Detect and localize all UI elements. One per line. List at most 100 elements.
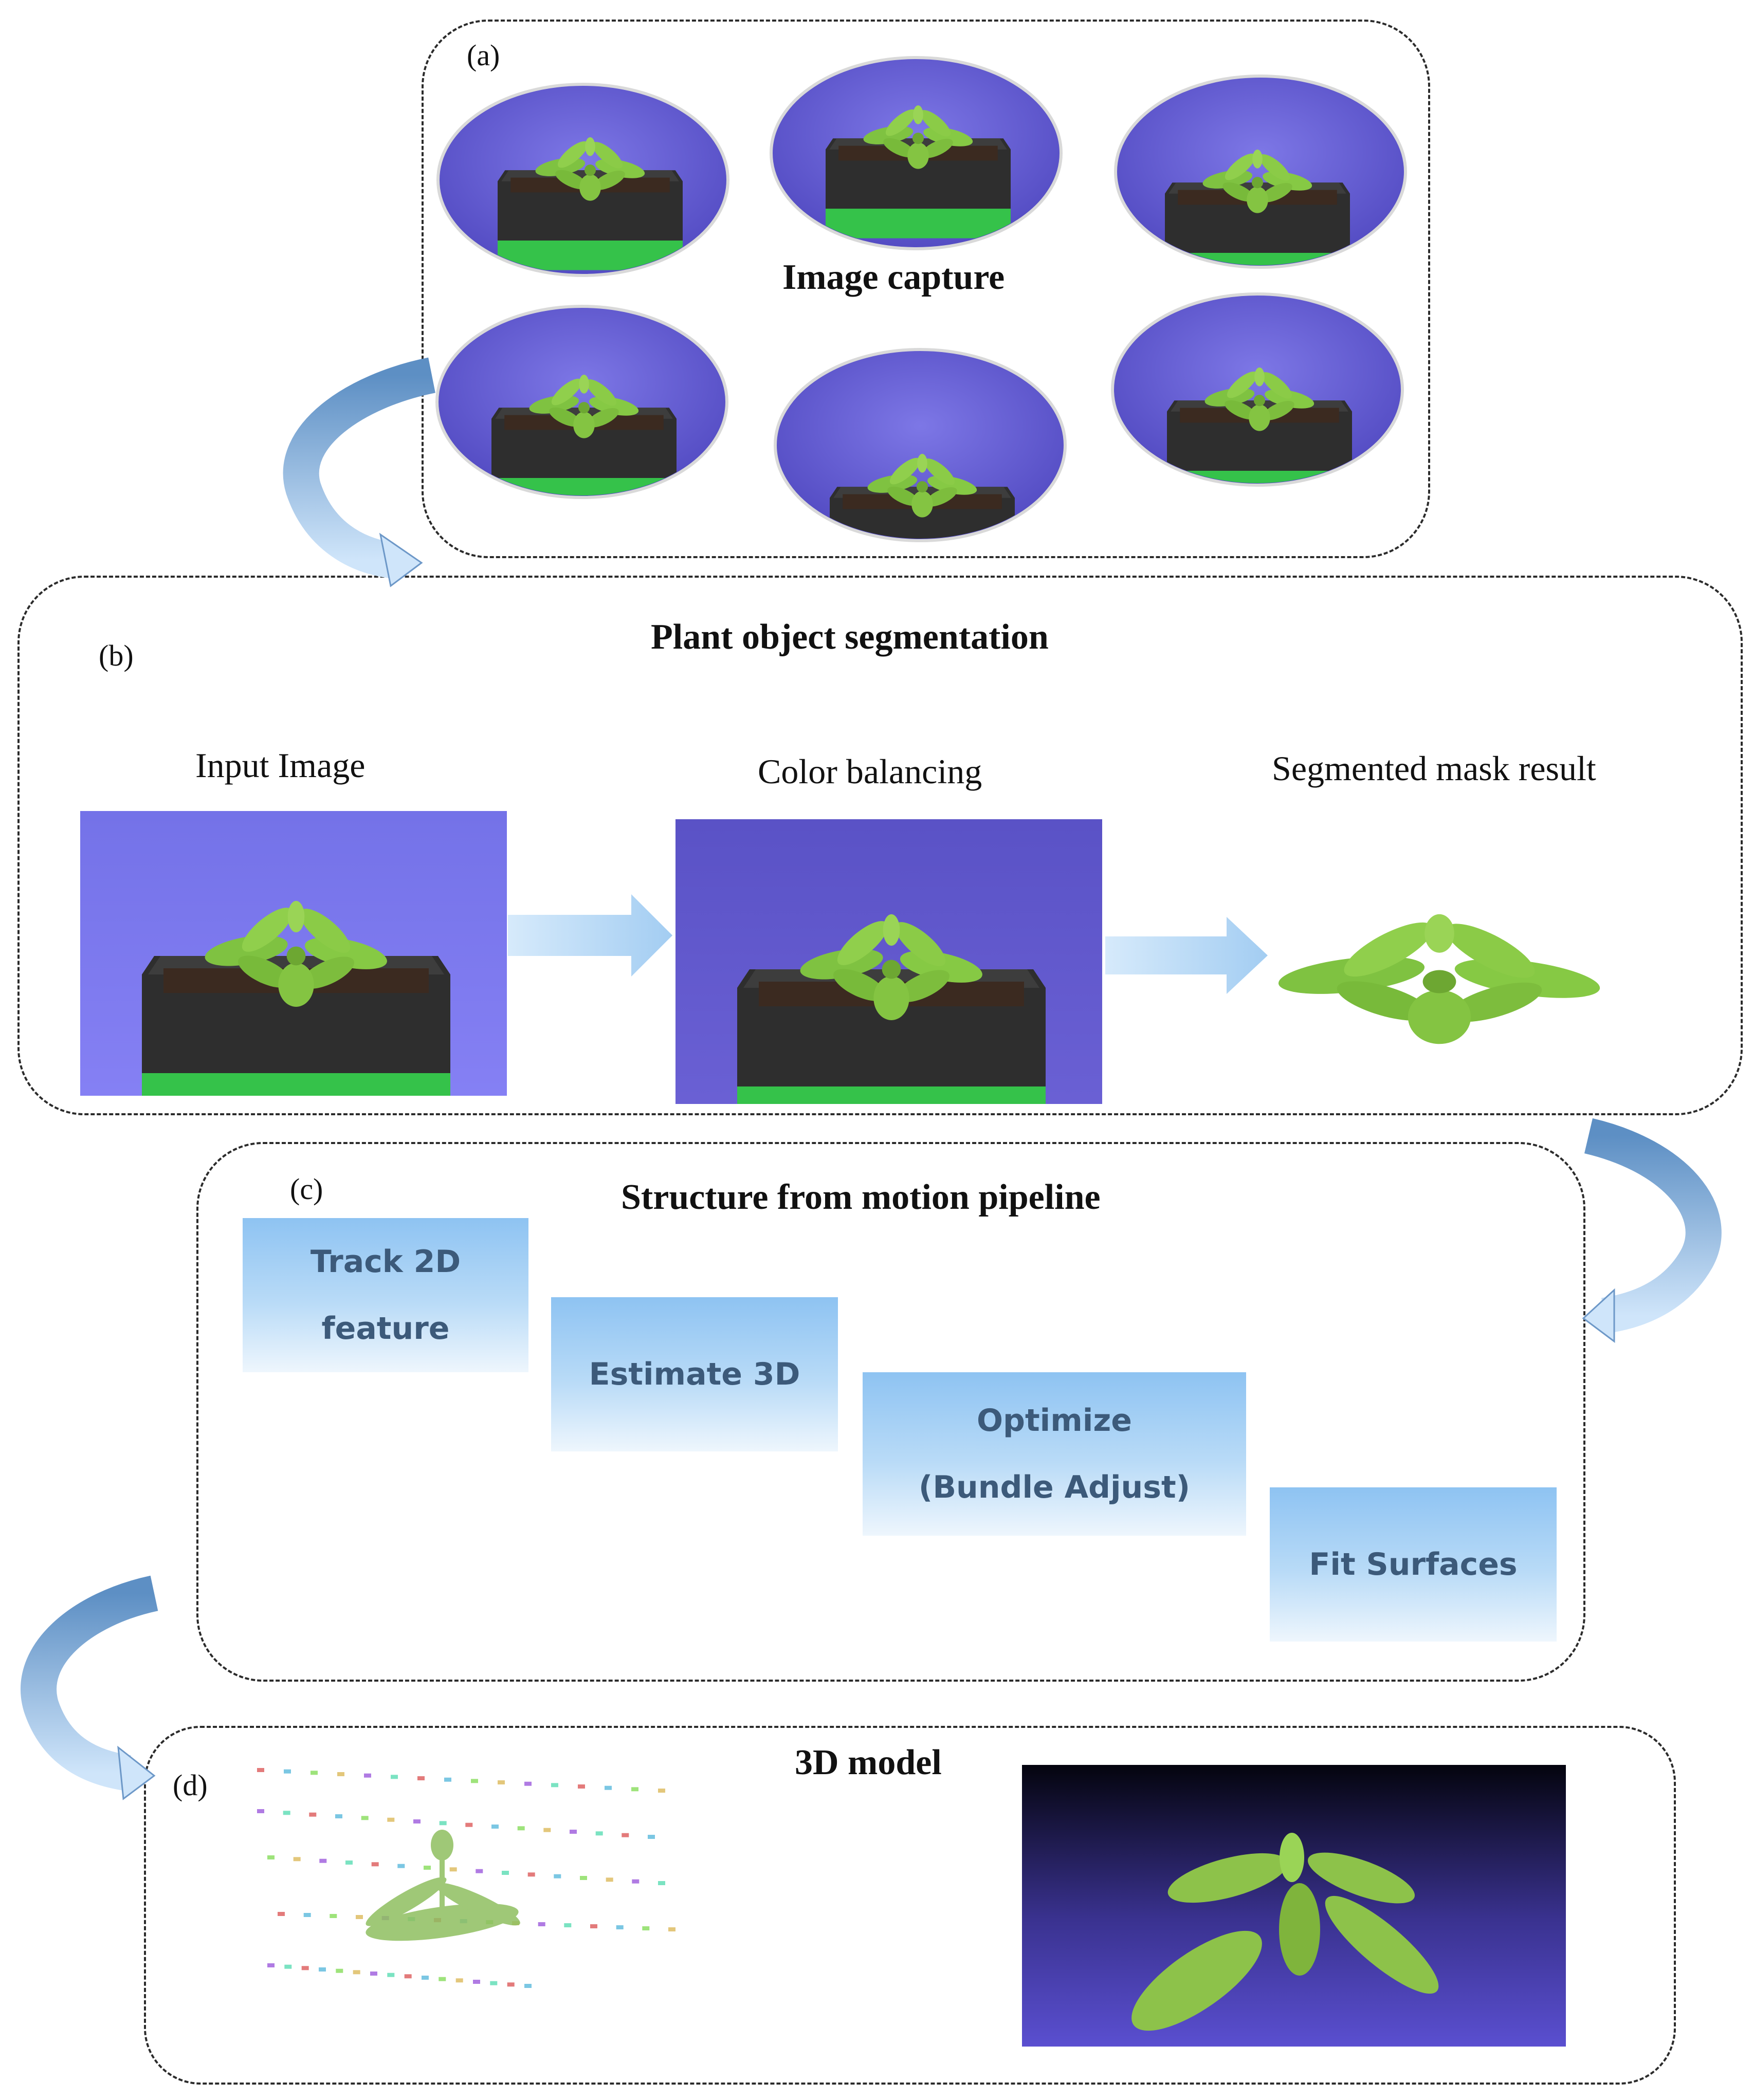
sfm-step-1-line1: Track 2D	[310, 1244, 461, 1280]
camera-marker	[543, 1828, 551, 1832]
camera-marker	[507, 1982, 515, 1987]
capture-view-4	[435, 305, 728, 499]
capture-view-2	[770, 56, 1063, 250]
camera-marker	[595, 1831, 603, 1836]
arrow-right-2	[1105, 917, 1268, 994]
camera-marker	[668, 1927, 675, 1931]
arrow-right-1	[508, 894, 672, 977]
camera-marker	[404, 1974, 412, 1979]
camera-marker	[524, 1781, 532, 1786]
camera-marker	[590, 1924, 597, 1928]
camera-marker	[257, 1768, 264, 1772]
camera-marker	[370, 1972, 377, 1976]
camera-marker	[330, 1914, 337, 1918]
camera-marker	[551, 1783, 558, 1788]
panel-image-capture	[422, 20, 1430, 558]
camera-marker	[631, 1787, 638, 1792]
camera-marker	[473, 1980, 480, 1984]
camera-marker	[605, 1785, 612, 1790]
capture-view-6	[1111, 292, 1404, 487]
panel-sfm-pipeline	[196, 1142, 1585, 1682]
camera-marker	[658, 1881, 665, 1885]
camera-marker	[570, 1830, 577, 1834]
camera-marker	[449, 1867, 457, 1872]
camera-marker	[517, 1826, 525, 1831]
camera-marker	[278, 1912, 285, 1916]
camera-marker	[309, 1812, 317, 1817]
camera-marker	[498, 1780, 505, 1784]
camera-marker	[293, 1857, 301, 1862]
camera-marker	[397, 1864, 405, 1868]
camera-marker	[391, 1775, 398, 1779]
camera-marker	[642, 1926, 650, 1930]
caption-segmented-mask: Segmented mask result	[1272, 749, 1596, 788]
input-image-photo	[80, 811, 507, 1096]
point-cloud-model	[257, 1768, 675, 1988]
sfm-step-2-line1: Estimate 3D	[589, 1356, 800, 1392]
camera-marker	[283, 1811, 290, 1815]
camera-marker	[524, 1984, 532, 1988]
camera-marker	[554, 1874, 561, 1878]
camera-marker	[616, 1925, 624, 1929]
camera-marker	[527, 1872, 535, 1877]
curved-arrow-a-to-b	[283, 357, 436, 587]
camera-marker	[622, 1833, 629, 1837]
sfm-step-1-line2: feature	[321, 1311, 450, 1347]
panel-d-title: 3D model	[795, 1743, 942, 1782]
camera-marker	[364, 1773, 371, 1778]
camera-marker	[336, 1968, 343, 1973]
camera-marker	[371, 1862, 379, 1867]
camera-marker	[538, 1922, 545, 1926]
sfm-step-estimate-3d: Estimate 3D	[551, 1297, 838, 1451]
camera-marker	[658, 1789, 665, 1793]
camera-marker	[502, 1871, 509, 1875]
sfm-step-optimize-bundle-adjust: Optimize (Bundle Adjust)	[863, 1372, 1246, 1536]
panel-c-label: (c)	[290, 1172, 323, 1206]
camera-marker	[455, 1978, 463, 1983]
camera-marker	[578, 1784, 585, 1789]
camera-marker	[311, 1771, 318, 1775]
sfm-step-3-line2: (Bundle Adjust)	[918, 1469, 1191, 1505]
camera-marker	[284, 1964, 292, 1969]
sfm-step-fit-surfaces: Fit Surfaces	[1270, 1487, 1557, 1642]
capture-view-3	[1114, 75, 1407, 269]
camera-marker	[444, 1777, 451, 1782]
panel-c-title: Structure from motion pipeline	[621, 1177, 1101, 1217]
camera-marker	[387, 1817, 395, 1822]
camera-marker	[417, 1776, 425, 1780]
camera-marker	[471, 1779, 478, 1783]
panel-b-title: Plant object segmentation	[651, 617, 1049, 657]
camera-marker	[267, 1855, 275, 1859]
sfm-step-3-line1: Optimize	[977, 1403, 1132, 1439]
camera-marker	[465, 1822, 473, 1827]
panel-3d-model	[144, 1726, 1676, 2085]
camera-marker	[361, 1816, 369, 1820]
camera-marker	[648, 1835, 655, 1839]
camera-marker	[387, 1973, 395, 1977]
camera-marker	[257, 1809, 264, 1813]
camera-marker	[422, 1976, 429, 1980]
camera-marker	[353, 1970, 360, 1975]
camera-marker	[303, 1913, 311, 1917]
sfm-step-4-line1: Fit Surfaces	[1309, 1546, 1518, 1582]
sfm-step-track-2d-feature: Track 2D feature	[243, 1218, 528, 1372]
panel-segmentation	[17, 576, 1743, 1115]
caption-input-image: Input Image	[195, 746, 366, 785]
camera-marker	[301, 1966, 309, 1970]
panel-b-label: (b)	[99, 639, 134, 672]
camera-marker	[345, 1860, 353, 1865]
panel-a-title: Image capture	[782, 257, 1005, 297]
capture-view-1	[436, 83, 729, 277]
panel-a-label: (a)	[467, 39, 500, 72]
camera-marker	[491, 1825, 499, 1829]
panel-d-label: (d)	[173, 1769, 208, 1802]
camera-marker	[356, 1915, 363, 1919]
rendered-3d-model	[1022, 1765, 1566, 2047]
camera-marker	[632, 1879, 640, 1884]
camera-marker	[424, 1866, 431, 1870]
camera-marker	[413, 1819, 421, 1823]
caption-color-balancing: Color balancing	[758, 752, 982, 791]
camera-marker	[490, 1981, 498, 1985]
camera-marker	[319, 1967, 326, 1972]
camera-marker	[337, 1772, 344, 1776]
